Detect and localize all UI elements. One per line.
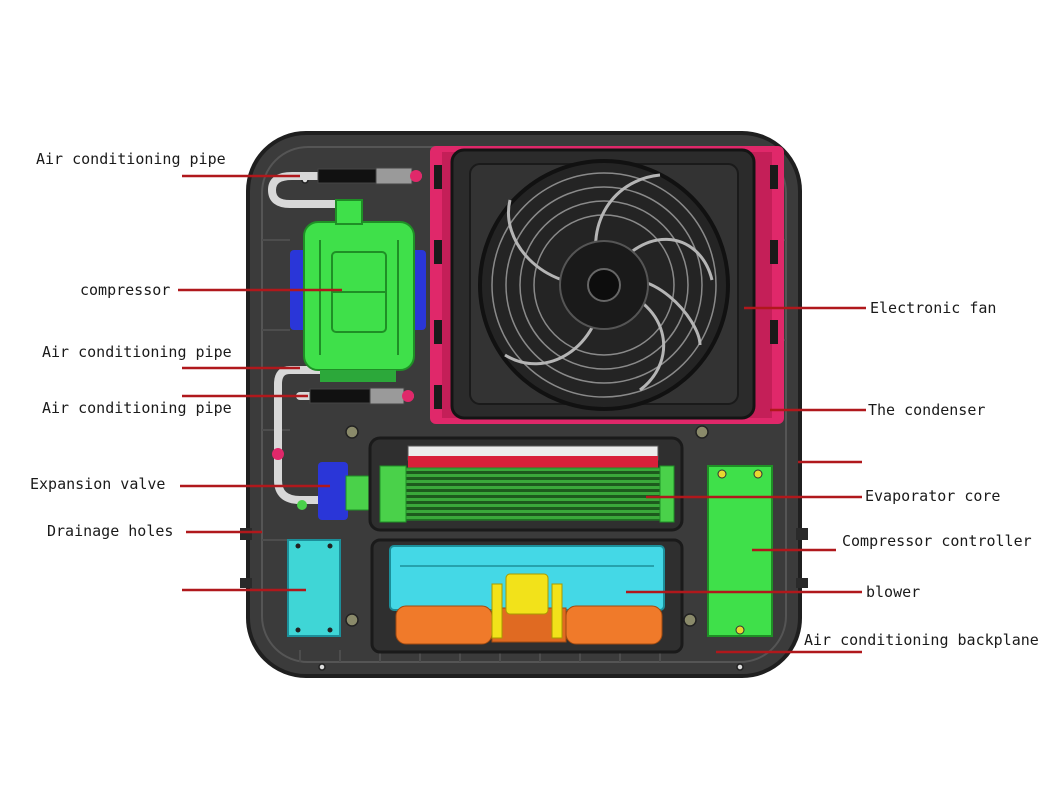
evaporator-fins [379,467,667,521]
evaporator-end-right [659,465,675,523]
side-bracket-left [240,528,252,540]
blower-scroll-right [565,605,663,645]
label-blower: blower [866,583,921,601]
cyan-module-screws [295,543,333,633]
side-bracket-right-2 [796,578,808,588]
label-backplane: Air conditioning backplane [804,631,1039,649]
blower-scroll-left [395,605,493,645]
pipe-top-hose [317,168,377,184]
condenser-assembly [430,146,784,424]
label-expansion-valve: Expansion valve [30,475,166,493]
evaporator-end-left [379,465,407,523]
compressor-top-cap [335,199,363,225]
service-valve-green [297,500,307,510]
pipe-mid [274,366,334,504]
pipe-lower-fitting [369,387,405,405]
lower-left-module [287,539,341,637]
refrigerant-pipes [267,167,422,510]
expansion-valve-body [318,462,348,520]
fan-motor-center [587,268,621,302]
evaporator-assembly [368,436,684,532]
blower-motor-bracket-left [491,583,503,639]
evaporator-top-bar [408,456,658,468]
leader-lines [178,174,866,654]
pipe-top-red-fitting [410,170,422,182]
controller-screws [717,469,763,635]
label-evaporator-core: Evaporator core [865,487,1001,505]
label-ac-pipe-1: Air conditioning pipe [36,150,226,168]
label-condenser: The condenser [868,401,986,419]
compressor-base [320,370,396,382]
label-compressor: compressor [80,281,171,299]
compressor-ribs [319,240,399,355]
side-bracket-right [796,528,808,540]
label-compressor-controller: Compressor controller [842,532,1032,550]
service-valve-red [272,448,284,460]
pipe-lower-hose [309,388,371,404]
side-bracket-left-2 [240,578,252,588]
cyan-module-box [287,539,341,637]
condenser-clips [434,165,778,409]
label-ac-pipe-2: Air conditioning pipe [42,343,232,361]
pipe-lower-red-fitting [402,390,414,402]
label-electronic-fan: Electronic fan [870,299,997,317]
pipe-top-fitting [375,167,413,185]
blower-assembly [370,538,684,654]
label-drainage-holes: Drainage holes [47,522,174,540]
compressor-controller-unit [707,465,773,637]
label-ac-pipe-3: Air conditioning pipe [42,399,232,417]
blower-motor [505,573,549,615]
blower-motor-bracket-right [551,583,563,639]
compressor-unit [290,199,426,382]
